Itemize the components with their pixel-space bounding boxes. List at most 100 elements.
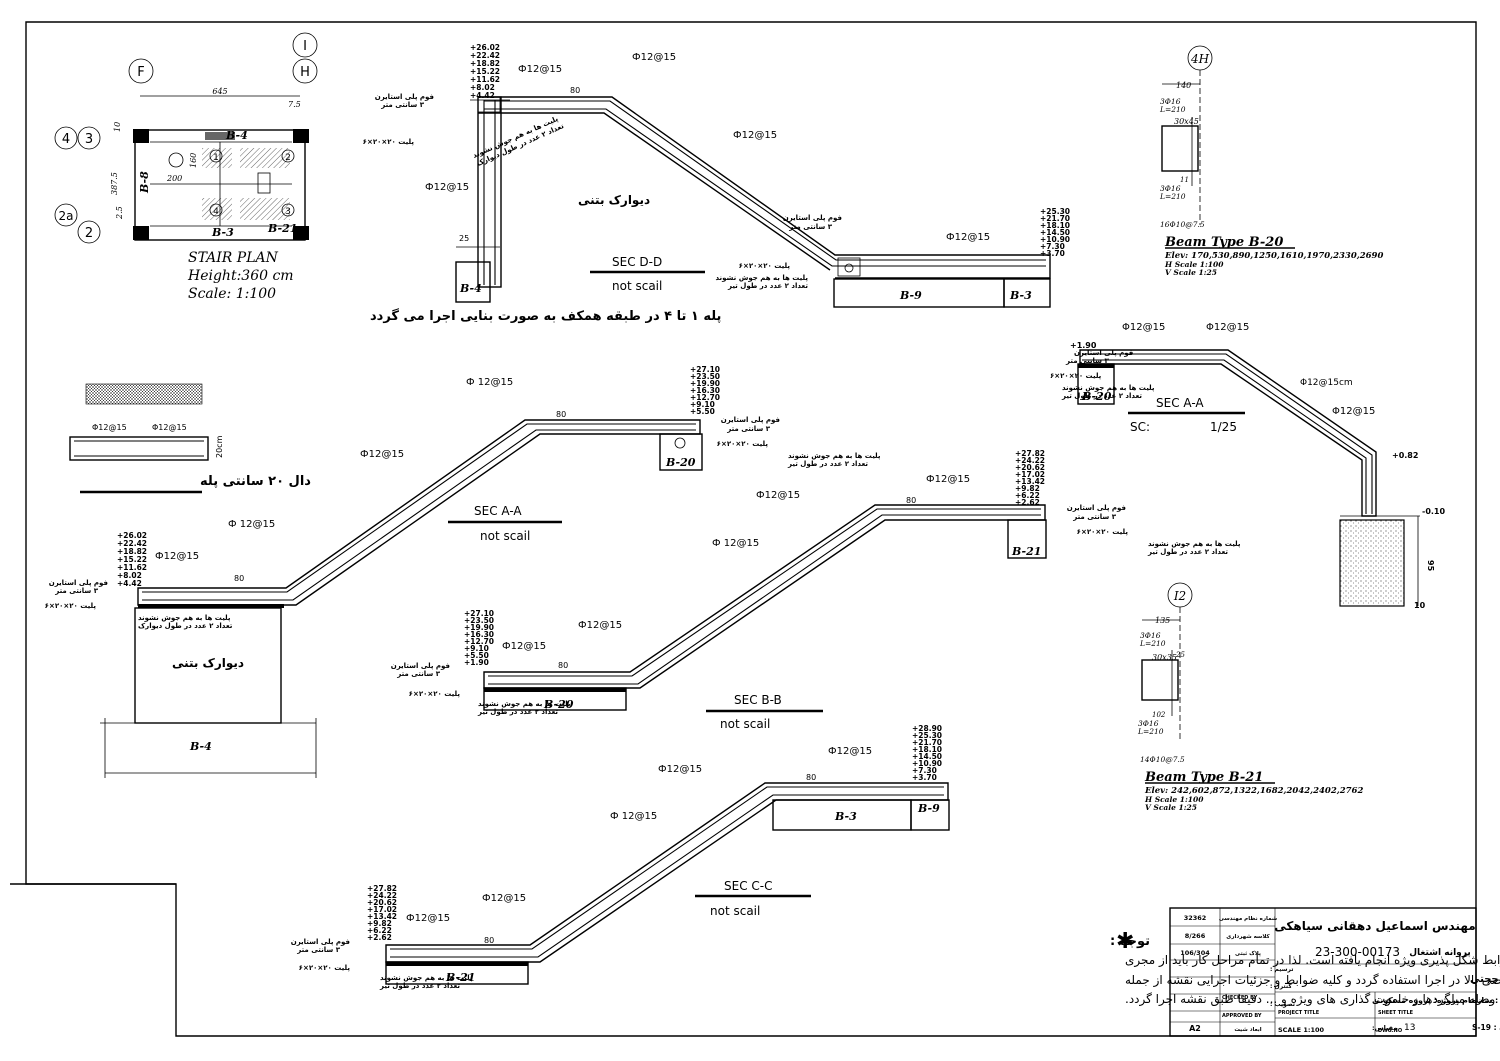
sec-bb-plate-note-r1: پلیت ها به هم جوش نشوند	[1148, 540, 1241, 548]
plan-outline	[134, 129, 306, 241]
level-text: +14.50	[1040, 228, 1070, 237]
sec-bb-title: SEC B-B	[734, 693, 782, 707]
slab-dim: 20cm	[215, 435, 224, 458]
level-text: +24.22	[1015, 456, 1045, 465]
beam-b20-title: Beam Type B-20	[1164, 235, 1283, 250]
grid-label-h: H	[300, 65, 310, 80]
sec-bb-dim-80b: 80	[558, 661, 568, 670]
level-text: +28.90	[912, 724, 942, 733]
level-text: +22.42	[117, 539, 147, 548]
sec-dd-rebar-4: Ф12@15	[425, 182, 469, 193]
level-text: +27.10	[690, 365, 720, 374]
sec-dd-plate-note-r1: پلیت ها به هم جوش نشوند	[715, 274, 808, 282]
level-text: +7.30	[912, 766, 937, 775]
level-text: +24.22	[367, 891, 397, 900]
level-text: +8.02	[117, 571, 142, 580]
sec-aa-levels-right: +27.10 +23.50 +19.90 +16.30 +12.70 +9.10…	[690, 365, 720, 416]
sec-cc-foam-2: ۳ سانتی متر	[296, 946, 341, 954]
beam-b21-hscale: H Scale 1:100	[1144, 795, 1204, 804]
sec-bb-foam-2: ۳ سانتی متر	[396, 670, 441, 678]
beam-b21-elev: Elev: 242,602,872,1322,1682,2042,2402,27…	[1144, 786, 1363, 796]
level-text: +4.42	[470, 91, 495, 100]
beam-b21-dim102: 102	[1152, 711, 1166, 719]
sec-cc-not-scale: not scail	[710, 904, 760, 918]
sec-aa-rebar-2: Ф12@15	[360, 449, 404, 460]
sec-aa-plate-note-r2: تعداد ۲ عدد در طول تیر	[787, 460, 868, 468]
beam-b20-dim11: 11	[1180, 176, 1189, 184]
level-text: +21.70	[912, 738, 942, 747]
beam-b21-dim135: 135	[1155, 616, 1170, 625]
sec-cc-title: SEC C-C	[724, 879, 772, 893]
sec-aa-small-beam: B-20	[1081, 390, 1112, 403]
sec-dd-levels-right: +25.30 +21.70 +18.10 +14.50 +10.90 +7.30…	[1040, 207, 1070, 258]
sec-aa-plate-r: پلیت ۲۰×۲۰×۶	[717, 440, 769, 448]
sec-cc-rebar-1: Ф12@15	[828, 746, 872, 757]
plan-dim-645: 645	[212, 87, 227, 96]
level-text: +9.10	[690, 400, 715, 409]
level-text: +11.62	[117, 563, 147, 572]
beam-b20-bar-bot: 3Φ16	[1160, 184, 1181, 193]
sec-cc-plate-note-1: پلیت ها به هم جوش نشوند	[380, 974, 473, 982]
beam-type-b20: 4H 140 3Φ16 L=210 30x45 11 3Φ16 L=210 16…	[1159, 45, 1383, 277]
sec-dd-rebar-1: Ф12@15	[518, 64, 562, 75]
title-block: 32362 شماره نظام مهندسی 8/266 کلاسه شهرد…	[1169, 907, 1500, 1037]
sec-bb-rebar-2: Ф12@15	[756, 490, 800, 501]
sec-aa-small-plate-note-1: پلیت ها به هم جوش نشوند	[1062, 384, 1155, 392]
level-text: +15.22	[470, 67, 500, 76]
plan-dim-2-5: 2.5	[115, 206, 124, 220]
level-text: +27.82	[367, 884, 397, 893]
sec-cc-rebar-3: Ф 12@15	[610, 811, 657, 822]
level-text: +17.02	[1015, 470, 1045, 479]
sec-bb-rebar-1: Ф12@15	[926, 474, 970, 485]
level-text: +23.50	[690, 372, 720, 381]
sec-bb-plate-note-1: پلیت ها به هم جوش نشوند	[478, 700, 571, 708]
beam-b20-section: 30x45	[1174, 117, 1199, 126]
grid-label-4: 4	[62, 132, 70, 147]
tb-scale-label: مقیاس:	[1372, 1024, 1397, 1032]
beam-b21-tag: I2	[1173, 589, 1186, 603]
section-aa-small: B-20 +1.90 +0.82 -0.10 95 10 Φ12@15 Φ12@…	[1050, 322, 1445, 610]
level-text: +22.42	[470, 51, 500, 60]
tb-cell-value: 106/304	[1180, 949, 1210, 957]
grid-bubble-h	[292, 58, 318, 84]
notes-line-3: محل وصله میلگردها و خاموت گذاری های ویژه…	[1125, 992, 1500, 1007]
level-text: +20.62	[1015, 463, 1045, 472]
sec-aa-beam-b20: B-20	[665, 456, 696, 469]
beam-b21-bar-bot: 3Φ16	[1138, 719, 1159, 728]
beam-b21-dim25: 25	[1175, 651, 1185, 659]
sec-dd-rebar-5: Ф12@15	[946, 232, 990, 243]
sec-dd-beam-b4: B-4	[459, 282, 482, 295]
sec-aa-levels-left: +26.02 +22.42 +18.82 +15.22 +11.62 +8.02…	[117, 531, 147, 588]
tb-sheet: عنوان نقشه : سازه	[1472, 996, 1500, 1005]
level-text: +16.30	[464, 630, 494, 639]
level-text: +3.70	[912, 773, 937, 782]
sec-dd-wall: دیوارک بتنی	[578, 193, 650, 208]
section-aa-main: +26.02 +22.42 +18.82 +15.22 +11.62 +8.02…	[45, 365, 881, 778]
level-text: +1.90	[464, 658, 489, 667]
sec-dd-title: SEC D-D	[612, 255, 662, 269]
level-text: +10.90	[912, 759, 942, 768]
sec-dd-beam-b3: B-3	[1009, 289, 1032, 302]
level-text: +20.62	[367, 898, 397, 907]
sec-dd-foam-2: ۳ سانتی متر	[380, 101, 425, 109]
sec-aa-wall: دیوارک بتنی	[172, 656, 244, 671]
plan-beam-b21: B-21	[267, 222, 297, 235]
level-text: +7.30	[1040, 242, 1065, 251]
plan-beam-b4: B-4	[225, 129, 248, 142]
grid-label-2: 2	[85, 226, 93, 241]
sec-cc-dim-80b: 80	[484, 936, 494, 945]
plan-flight-2: 2	[285, 153, 291, 163]
sec-cc-plate: پلیت ۲۰×۲۰×۶	[299, 964, 351, 972]
level-text: +9.82	[367, 919, 392, 928]
sec-dd-foam-r2: ۳ سانتی متر	[788, 223, 833, 231]
tb-cell-value: 32362	[1184, 914, 1207, 922]
beam-b21-section: 30x35	[1152, 653, 1177, 662]
tb-scale: SCALE 1:100	[1278, 1026, 1324, 1034]
plan-title: STAIR PLAN	[188, 250, 279, 266]
tb-cell-label: ابعاد شیت	[1234, 1027, 1261, 1033]
level-text: +18.82	[117, 547, 147, 556]
beam-b20-bar-top: 3Φ16	[1160, 97, 1181, 106]
grid-label-i: I	[303, 39, 307, 54]
sec-aa-small-dim95: 95	[1426, 560, 1435, 572]
